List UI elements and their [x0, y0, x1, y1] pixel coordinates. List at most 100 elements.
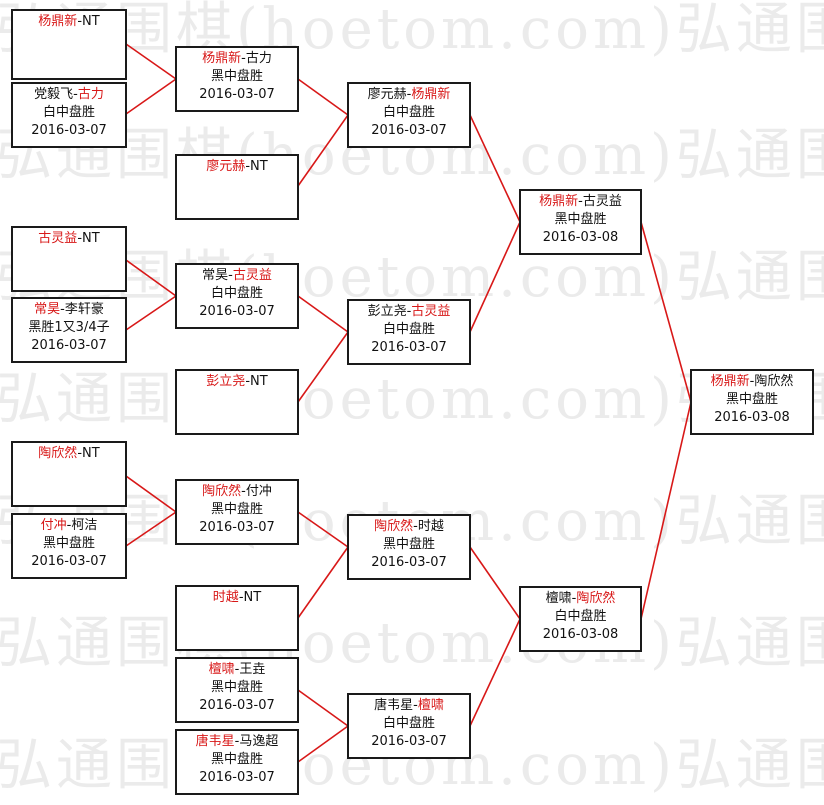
player-1: 杨鼎新	[710, 374, 750, 389]
player-1: 檀啸	[545, 591, 572, 606]
match-box[interactable]: 古灵益-NT	[11, 226, 127, 292]
player-2: NT	[82, 446, 100, 461]
player-2: NT	[250, 374, 268, 389]
player-2: 柯洁	[71, 518, 98, 533]
connector-line	[297, 546, 349, 619]
match-box[interactable]: 陶欣然-时越 黑中盘胜 2016-03-07	[347, 514, 471, 580]
match-box[interactable]: 时越-NT	[175, 585, 299, 651]
match-result: 白中盘胜	[382, 105, 435, 120]
match-date: 2016-03-08	[714, 410, 790, 425]
player-1: 廖元赫	[206, 159, 246, 174]
match-date: 2016-03-07	[31, 338, 107, 353]
match-box[interactable]: 陶欣然-NT	[11, 441, 127, 507]
separator: -	[578, 194, 583, 209]
match-result: 黑中盘胜	[210, 752, 263, 767]
player-2: 马逸超	[239, 734, 279, 749]
match-box[interactable]: 唐韦星-檀啸 白中盘胜 2016-03-07	[347, 693, 471, 759]
separator: -	[228, 268, 233, 283]
match-date: 2016-03-08	[542, 627, 619, 642]
match-box[interactable]: 廖元赫-杨鼎新 白中盘胜 2016-03-07	[347, 82, 471, 148]
separator: -	[413, 519, 418, 534]
match-box[interactable]: 常昊-李轩豪 黑胜1又3/4子 2016-03-07	[11, 297, 127, 363]
player-1: 陶欣然	[202, 484, 242, 499]
separator: -	[241, 484, 246, 499]
separator: -	[77, 446, 83, 461]
player-1: 党毅飞	[34, 87, 74, 102]
match-result: 黑中盘胜	[554, 212, 607, 227]
player-1: 廖元赫	[367, 87, 407, 102]
match-box[interactable]: 唐韦星-马逸超 黑中盘胜 2016-03-07	[175, 729, 299, 795]
player-2: 王垚	[239, 662, 266, 677]
separator: -	[241, 51, 246, 66]
connector-line	[297, 78, 349, 116]
match-date: 2016-03-07	[199, 304, 275, 319]
connector-line	[297, 331, 349, 403]
match-result: 白中盘胜	[382, 322, 435, 337]
player-2: 时越	[417, 519, 444, 534]
player-2: 古力	[77, 87, 104, 102]
match-box[interactable]: 陶欣然-付冲 黑中盘胜 2016-03-07	[175, 479, 299, 545]
match-box[interactable]: 廖元赫-NT	[175, 154, 299, 220]
player-2: NT	[82, 231, 100, 246]
match-date: 2016-03-07	[31, 554, 107, 569]
match-box[interactable]: 常昊-古灵益 白中盘胜 2016-03-07	[175, 263, 299, 329]
separator: -	[749, 374, 755, 389]
player-2: 古力	[245, 51, 272, 66]
match-box[interactable]: 彭立尧-NT	[175, 369, 299, 435]
match-box[interactable]: 杨鼎新-古力 黑中盘胜 2016-03-07	[175, 46, 299, 112]
match-box[interactable]: 檀啸-陶欣然 白中盘胜 2016-03-08	[519, 586, 642, 652]
connector-line	[640, 221, 692, 403]
player-2: NT	[82, 14, 100, 29]
match-date: 2016-03-07	[371, 555, 447, 570]
match-result: 黑中盘胜	[382, 537, 435, 552]
separator: -	[413, 698, 418, 713]
match-box[interactable]: 檀啸-王垚 黑中盘胜 2016-03-07	[175, 657, 299, 723]
player-2: 陶欣然	[576, 591, 616, 606]
player-1: 杨鼎新	[38, 14, 78, 29]
connector-line	[297, 725, 349, 763]
match-result: 黑中盘胜	[210, 69, 263, 84]
match-date: 2016-03-07	[199, 770, 275, 785]
player-2: 古灵益	[582, 194, 622, 209]
connector-line	[297, 689, 349, 727]
player-2: NT	[243, 590, 262, 605]
player-1: 彭立尧	[206, 374, 246, 389]
player-1: 付冲	[40, 518, 67, 533]
match-result: 黑中盘胜	[42, 536, 95, 551]
match-date: 2016-03-07	[31, 123, 107, 138]
player-1: 时越	[212, 590, 239, 605]
player-1: 唐韦星	[374, 698, 414, 713]
connector-line	[469, 114, 521, 223]
connector-line	[125, 475, 177, 513]
match-box[interactable]: 杨鼎新-NT	[11, 9, 127, 80]
player-1: 杨鼎新	[202, 51, 242, 66]
watermark-text: 弘通围棋(hoetom.com)弘通围棋(hoetom.com)	[0, 245, 824, 310]
connector-line	[125, 295, 177, 331]
separator: -	[60, 302, 65, 317]
final-match-box[interactable]: 杨鼎新-陶欣然 黑中盘胜 2016-03-08	[690, 369, 814, 435]
connector-line	[297, 114, 349, 187]
player-1: 唐韦星	[195, 734, 235, 749]
match-result: 黑中盘胜	[210, 502, 263, 517]
match-box[interactable]: 付冲-柯洁 黑中盘胜 2016-03-07	[11, 513, 127, 579]
separator: -	[406, 304, 412, 319]
player-1: 彭立尧	[367, 304, 407, 319]
separator: -	[245, 374, 251, 389]
match-result: 白中盘胜	[42, 105, 95, 120]
player-1: 常昊	[34, 302, 61, 317]
match-box[interactable]: 彭立尧-古灵益 白中盘胜 2016-03-07	[347, 299, 471, 365]
separator: -	[406, 87, 412, 102]
match-result: 黑胜1又3/4子	[28, 320, 110, 335]
match-date: 2016-03-07	[371, 123, 447, 138]
player-1: 陶欣然	[374, 519, 414, 534]
match-box[interactable]: 杨鼎新-古灵益 黑中盘胜 2016-03-08	[519, 189, 642, 255]
separator: -	[73, 87, 78, 102]
player-1: 常昊	[202, 268, 229, 283]
match-box[interactable]: 党毅飞-古力 白中盘胜 2016-03-07	[11, 82, 127, 148]
separator: -	[245, 159, 251, 174]
connector-line	[469, 618, 521, 727]
match-date: 2016-03-07	[199, 520, 275, 535]
match-date: 2016-03-07	[371, 734, 447, 749]
match-date: 2016-03-07	[371, 340, 447, 355]
